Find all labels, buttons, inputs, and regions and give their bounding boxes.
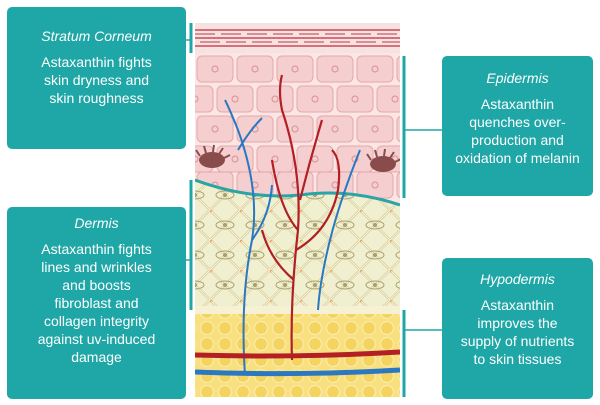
callout-line: Astaxanthin <box>480 297 555 313</box>
epidermis-cell <box>276 55 314 83</box>
callout-line: and boosts <box>62 277 131 293</box>
cell-nucleus <box>331 65 339 73</box>
callout-line: against uv-induced <box>37 331 156 347</box>
cell-nucleus <box>351 95 359 103</box>
cell-nucleus <box>412 126 418 132</box>
stratum-corneum-strips <box>195 29 400 47</box>
epidermis-cell <box>256 145 294 173</box>
cell-nucleus <box>371 125 379 133</box>
melanocyte-left <box>195 144 231 168</box>
callout-dermis: Dermis Astaxanthin fights lines and wrin… <box>7 207 186 399</box>
cell-nucleus <box>195 155 199 163</box>
cell-nucleus <box>371 65 379 73</box>
epidermis-cell <box>356 115 394 143</box>
cell-nucleus <box>211 65 219 73</box>
epidermis-cell <box>336 145 374 173</box>
cell-nucleus <box>412 66 418 72</box>
callout-line: oxidation of melanin <box>455 150 580 166</box>
layer-brackets <box>189 23 406 397</box>
cell-nucleus <box>291 125 299 133</box>
callout-line: damage <box>71 349 122 365</box>
epidermis-cell <box>396 115 400 143</box>
epidermis-cell <box>396 55 400 83</box>
cell-nucleus <box>311 155 319 163</box>
cell-nucleus <box>271 95 279 103</box>
cell-nucleus <box>231 155 239 163</box>
epidermis-cell <box>296 145 334 173</box>
epidermis-cell <box>316 55 354 83</box>
cell-nucleus <box>211 125 219 133</box>
artery-horizontal <box>195 349 400 359</box>
epidermis-cell <box>196 55 234 83</box>
melanocyte-right <box>366 148 400 172</box>
epidermis-cell <box>195 85 214 113</box>
callout-title: Stratum Corneum <box>41 28 152 44</box>
callout-line: skin dryness and <box>43 72 150 88</box>
epidermis-cell <box>236 55 274 83</box>
cell-nucleus <box>271 155 279 163</box>
epidermis-cell <box>276 115 314 143</box>
callout-body: Astaxanthin fights skin dryness and skin… <box>7 53 186 107</box>
callout-leaders <box>186 39 442 331</box>
callout-line: supply of nutrients <box>460 333 575 349</box>
callout-line: Astaxanthin fights <box>41 241 152 257</box>
callout-line: skin roughness <box>49 90 144 106</box>
cell-nucleus <box>231 95 239 103</box>
cell-nucleus <box>371 181 379 189</box>
epidermis-cell <box>296 85 334 113</box>
cell-nucleus <box>195 95 199 103</box>
callout-line: fibroblast and <box>54 295 139 311</box>
callout-title: Hypodermis <box>480 271 555 287</box>
epidermis-cell <box>256 85 294 113</box>
epidermis-cell <box>216 85 254 113</box>
callout-line: lines and wrinkles <box>41 259 152 275</box>
cell-nucleus <box>251 65 259 73</box>
callout-line: Astaxanthin <box>480 96 555 112</box>
callout-line: production and <box>471 132 564 148</box>
callout-body: Astaxanthin quenches over- production an… <box>442 95 593 167</box>
epidermis-cell <box>236 115 274 143</box>
callout-hypodermis: Hypodermis Astaxanthin improves the supp… <box>442 258 593 399</box>
cell-nucleus <box>331 125 339 133</box>
callout-line: Astaxanthin fights <box>41 54 152 70</box>
cell-nucleus <box>412 182 418 188</box>
callout-line: to skin tissues <box>473 351 562 367</box>
epidermis-cell <box>356 55 394 83</box>
callout-line: improves the <box>477 315 558 331</box>
cell-nucleus <box>291 65 299 73</box>
epidermis-cell <box>376 85 400 113</box>
cell-nucleus <box>311 95 319 103</box>
callout-line: collagen integrity <box>43 313 150 329</box>
epidermis-cell <box>336 85 374 113</box>
callout-body: Astaxanthin improves the supply of nutri… <box>442 296 593 368</box>
dermal-epidermal-junction <box>195 178 400 207</box>
vein-horizontal <box>195 367 400 377</box>
cell-nucleus <box>391 95 399 103</box>
callout-stratum-corneum: Stratum Corneum Astaxanthin fights skin … <box>7 7 186 149</box>
epidermis-cell <box>396 171 400 199</box>
callout-epidermis: Epidermis Astaxanthin quenches over- pro… <box>442 56 593 196</box>
callout-title: Epidermis <box>486 70 549 86</box>
callout-title: Dermis <box>74 215 119 231</box>
callout-body: Astaxanthin fights lines and wrinkles an… <box>7 240 186 366</box>
epidermis-cell <box>316 115 354 143</box>
callout-line: quenches over- <box>469 114 566 130</box>
vein-vessels <box>224 99 361 376</box>
artery-vessels <box>260 74 341 361</box>
epidermis-cell <box>196 115 234 143</box>
